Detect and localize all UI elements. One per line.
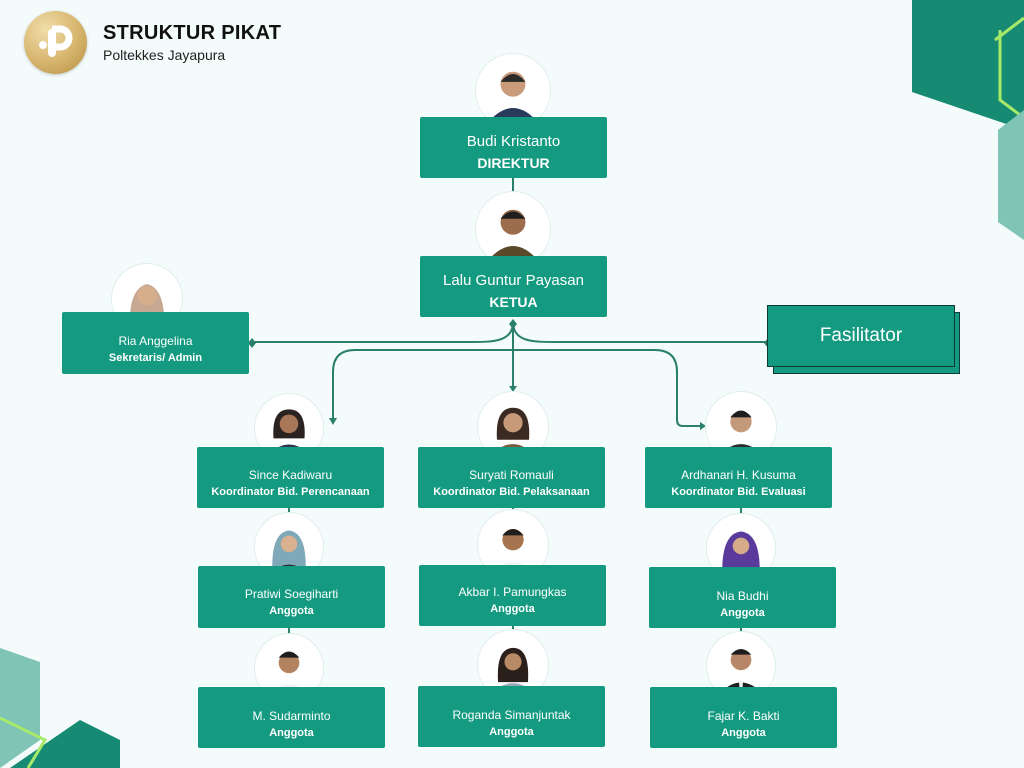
role-pelaksanaan: Koordinator Bid. Pelaksanaan (433, 486, 590, 498)
role-perencanaan: Koordinator Bid. Perencanaan (211, 486, 370, 498)
name-pratiwi: Pratiwi Soegiharti (244, 587, 339, 601)
page-title: STRUKTUR PIKAT (103, 22, 282, 44)
role-pratiwi: Anggota (269, 605, 314, 617)
person-avatar-icon (485, 209, 541, 263)
name-perencanaan: Since Kadiwaru (248, 468, 333, 482)
label-fasilitator: Fasilitator (819, 325, 903, 346)
person-avatar-icon (485, 71, 541, 125)
box-sekretaris: Ria Anggelina Sekretaris/ Admin (62, 312, 249, 374)
role-sudarminto: Anggota (269, 727, 314, 739)
name-sekretaris: Ria Anggelina (118, 334, 193, 348)
role-ketua: KETUA (489, 294, 538, 310)
box-pelaksanaan: Suryati Romauli Koordinator Bid. Pelaksa… (418, 447, 605, 508)
name-direktur: Budi Kristanto (466, 133, 561, 150)
name-akbar: Akbar I. Pamungkas (458, 585, 567, 599)
logo-icon (24, 11, 87, 74)
role-sekretaris: Sekretaris/ Admin (108, 352, 203, 364)
box-nia: Nia Budhi Anggota (649, 567, 836, 628)
box-pratiwi: Pratiwi Soegiharti Anggota (198, 566, 385, 628)
name-evaluasi: Ardhanari H. Kusuma (681, 468, 796, 482)
box-perencanaan: Since Kadiwaru Koordinator Bid. Perencan… (197, 447, 384, 508)
name-roganda: Roganda Simanjuntak (452, 708, 571, 722)
box-roganda: Roganda Simanjuntak Anggota (418, 686, 605, 747)
avatar-direktur (476, 54, 550, 128)
role-nia: Anggota (720, 607, 765, 619)
role-roganda: Anggota (489, 726, 534, 738)
role-akbar: Anggota (490, 603, 535, 615)
name-fajar: Fajar K. Bakti (707, 709, 780, 723)
box-fajar: Fajar K. Bakti Anggota (650, 687, 837, 748)
header: STRUKTUR PIKAT Poltekkes Jayapura (24, 11, 281, 74)
page-subtitle: Poltekkes Jayapura (103, 47, 226, 63)
box-sudarminto: M. Sudarminto Anggota (198, 687, 385, 748)
box-direktur: Budi Kristanto DIREKTUR (420, 117, 607, 178)
name-nia: Nia Budhi (716, 589, 769, 603)
name-pelaksanaan: Suryati Romauli (469, 468, 554, 482)
name-sudarminto: M. Sudarminto (252, 709, 331, 723)
role-evaluasi: Koordinator Bid. Evaluasi (671, 486, 806, 498)
name-ketua: Lalu Guntur Payasan (443, 272, 584, 289)
box-evaluasi: Ardhanari H. Kusuma Koordinator Bid. Eva… (645, 447, 832, 508)
box-ketua: Lalu Guntur Payasan KETUA (420, 256, 607, 317)
avatar-ketua (476, 192, 550, 266)
box-fasilitator: Fasilitator (767, 305, 955, 367)
role-direktur: DIREKTUR (477, 155, 550, 171)
role-fajar: Anggota (721, 727, 766, 739)
box-akbar: Akbar I. Pamungkas Anggota (419, 565, 606, 626)
